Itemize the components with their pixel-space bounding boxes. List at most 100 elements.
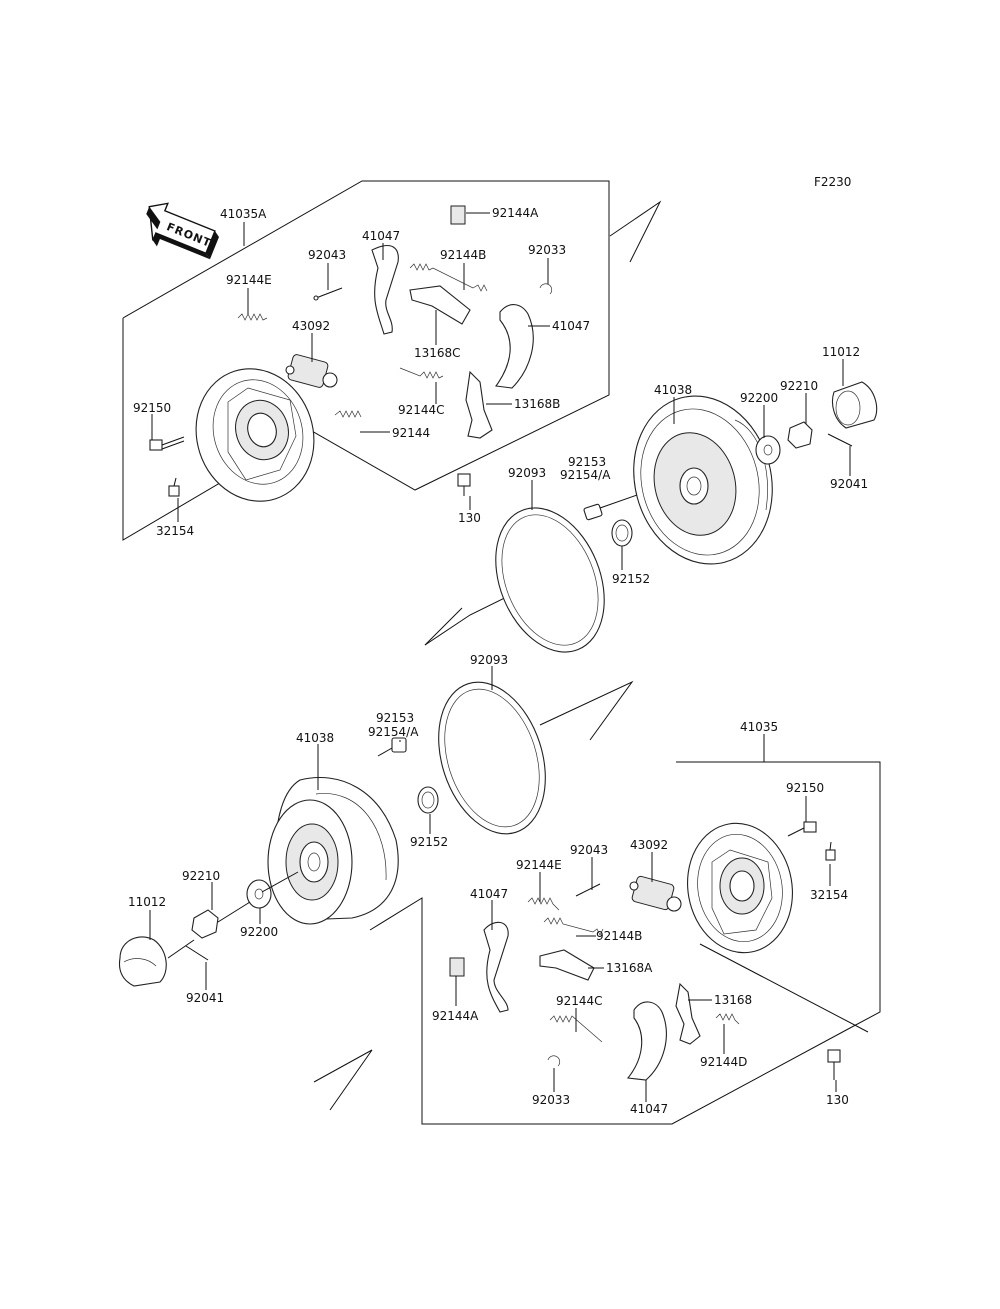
brake-shoe-right-upper xyxy=(495,304,534,389)
bolt-lower xyxy=(787,821,817,837)
label-92041: 92041 xyxy=(830,477,868,491)
label-130: 130 xyxy=(458,511,481,525)
washer-lower xyxy=(246,879,272,909)
label-41047-lower-a: 41047 xyxy=(470,887,508,901)
label-13168C: 13168C xyxy=(414,346,461,360)
label-92144C-lower: 92144C xyxy=(556,994,603,1008)
label-32154: 32154 xyxy=(156,524,194,538)
spring-c-upper xyxy=(399,367,444,379)
clip2-upper xyxy=(539,283,553,295)
label-92041-lower: 92041 xyxy=(186,991,224,1005)
label-13168A: 13168A xyxy=(606,961,653,975)
pin-upper xyxy=(315,287,343,299)
label-11012: 11012 xyxy=(822,345,860,359)
label-92210-lower: 92210 xyxy=(182,869,220,883)
brake-drum-lower xyxy=(267,776,399,925)
label-92144C: 92144C xyxy=(398,403,445,417)
wheel-cylinder-lower xyxy=(629,875,682,912)
label-41047-b: 41047 xyxy=(552,319,590,333)
label-41038-lower: 41038 xyxy=(296,731,334,745)
label-41047-a: 41047 xyxy=(362,229,400,243)
pin-lower xyxy=(575,883,601,897)
label-92144B: 92144B xyxy=(440,248,486,262)
brake-shoe-left-upper xyxy=(371,245,399,335)
label-92093: 92093 xyxy=(508,466,546,480)
label-92033-lower: 92033 xyxy=(532,1093,570,1107)
label-92153-lower: 92153 xyxy=(376,711,414,725)
oil-seal-upper xyxy=(611,519,633,547)
label-41035A: 41035A xyxy=(220,207,267,221)
label-92144: 92144 xyxy=(392,426,430,440)
label-92153: 92153 xyxy=(568,455,606,469)
label-41035: 41035 xyxy=(740,720,778,734)
label-92043: 92043 xyxy=(308,248,346,262)
cotter-lower xyxy=(185,945,209,961)
label-41047-lower-b: 41047 xyxy=(630,1102,668,1116)
spring-d-lower xyxy=(715,1013,740,1025)
brake-shoe-right-lower xyxy=(626,1001,667,1081)
wheel-cylinder-upper xyxy=(285,354,338,388)
bolt-upper xyxy=(149,436,185,451)
label-92144E: 92144E xyxy=(226,273,272,287)
stud-upper xyxy=(583,493,641,521)
spring-e-lower xyxy=(527,897,560,911)
clip-lower xyxy=(449,957,465,977)
seal-ring-upper xyxy=(495,507,605,653)
label-13168: 13168 xyxy=(714,993,752,1007)
lever-lower xyxy=(539,949,595,981)
nut130-upper xyxy=(457,473,471,496)
brake-shoe-left-lower xyxy=(483,921,509,1013)
label-13168B: 13168B xyxy=(514,397,560,411)
front-arrow-icon: FRONT xyxy=(146,202,219,260)
label-92154A: 92154/A xyxy=(560,468,611,482)
figure-code: F2230 xyxy=(814,175,851,189)
label-92144A: 92144A xyxy=(492,206,539,220)
label-92152-lower: 92152 xyxy=(410,835,448,849)
label-92144B-lower: 92144B xyxy=(596,929,642,943)
clip2-lower xyxy=(547,1055,561,1067)
label-92200: 92200 xyxy=(740,391,778,405)
label-32154-lower: 32154 xyxy=(810,888,848,902)
lower-assembly: 92093 41035 92153 92154/A 41038 92150 92… xyxy=(118,653,881,1125)
brake-drum-upper xyxy=(633,395,773,565)
label-41038: 41038 xyxy=(654,383,692,397)
label-43092-lower: 43092 xyxy=(630,838,668,852)
label-11012-lower: 11012 xyxy=(128,895,166,909)
label-130-lower: 130 xyxy=(826,1093,849,1107)
spring-upper xyxy=(334,410,362,418)
label-92154A-lower: 92154/A xyxy=(368,725,419,739)
label-43092: 43092 xyxy=(292,319,330,333)
label-92093-lower: 92093 xyxy=(470,653,508,667)
backing-plate-lower xyxy=(687,822,793,954)
label-92144D-lower: 92144D xyxy=(700,1055,747,1069)
spring-c-lower xyxy=(549,1015,603,1043)
label-92210: 92210 xyxy=(780,379,818,393)
hub-cap-upper xyxy=(831,381,878,429)
lever-upper xyxy=(409,285,471,325)
label-92144E-lower: 92144E xyxy=(516,858,562,872)
strut-lower xyxy=(675,982,701,1045)
seal-ring-lower xyxy=(438,681,546,835)
oil-seal-lower xyxy=(417,786,439,814)
hub-cap-lower xyxy=(118,936,167,987)
label-92200-lower: 92200 xyxy=(240,925,278,939)
backing-plate-upper xyxy=(195,368,315,502)
label-92152: 92152 xyxy=(612,572,650,586)
nut130-lower xyxy=(827,1049,841,1080)
clip-upper xyxy=(450,205,466,225)
label-92033: 92033 xyxy=(528,243,566,257)
cotter-upper xyxy=(827,433,853,447)
nut-lower xyxy=(191,909,219,939)
label-92150: 92150 xyxy=(133,401,171,415)
label-92144A-lower: 92144A xyxy=(432,1009,479,1023)
stud-lower xyxy=(377,737,407,757)
label-92150-lower: 92150 xyxy=(786,781,824,795)
bleeder-lower xyxy=(825,841,836,861)
spring-b-upper xyxy=(409,263,488,292)
spring-b-lower xyxy=(543,917,604,936)
strut-upper xyxy=(465,370,493,439)
washer-upper xyxy=(755,435,781,465)
upper-assembly: FRONT xyxy=(122,180,878,653)
